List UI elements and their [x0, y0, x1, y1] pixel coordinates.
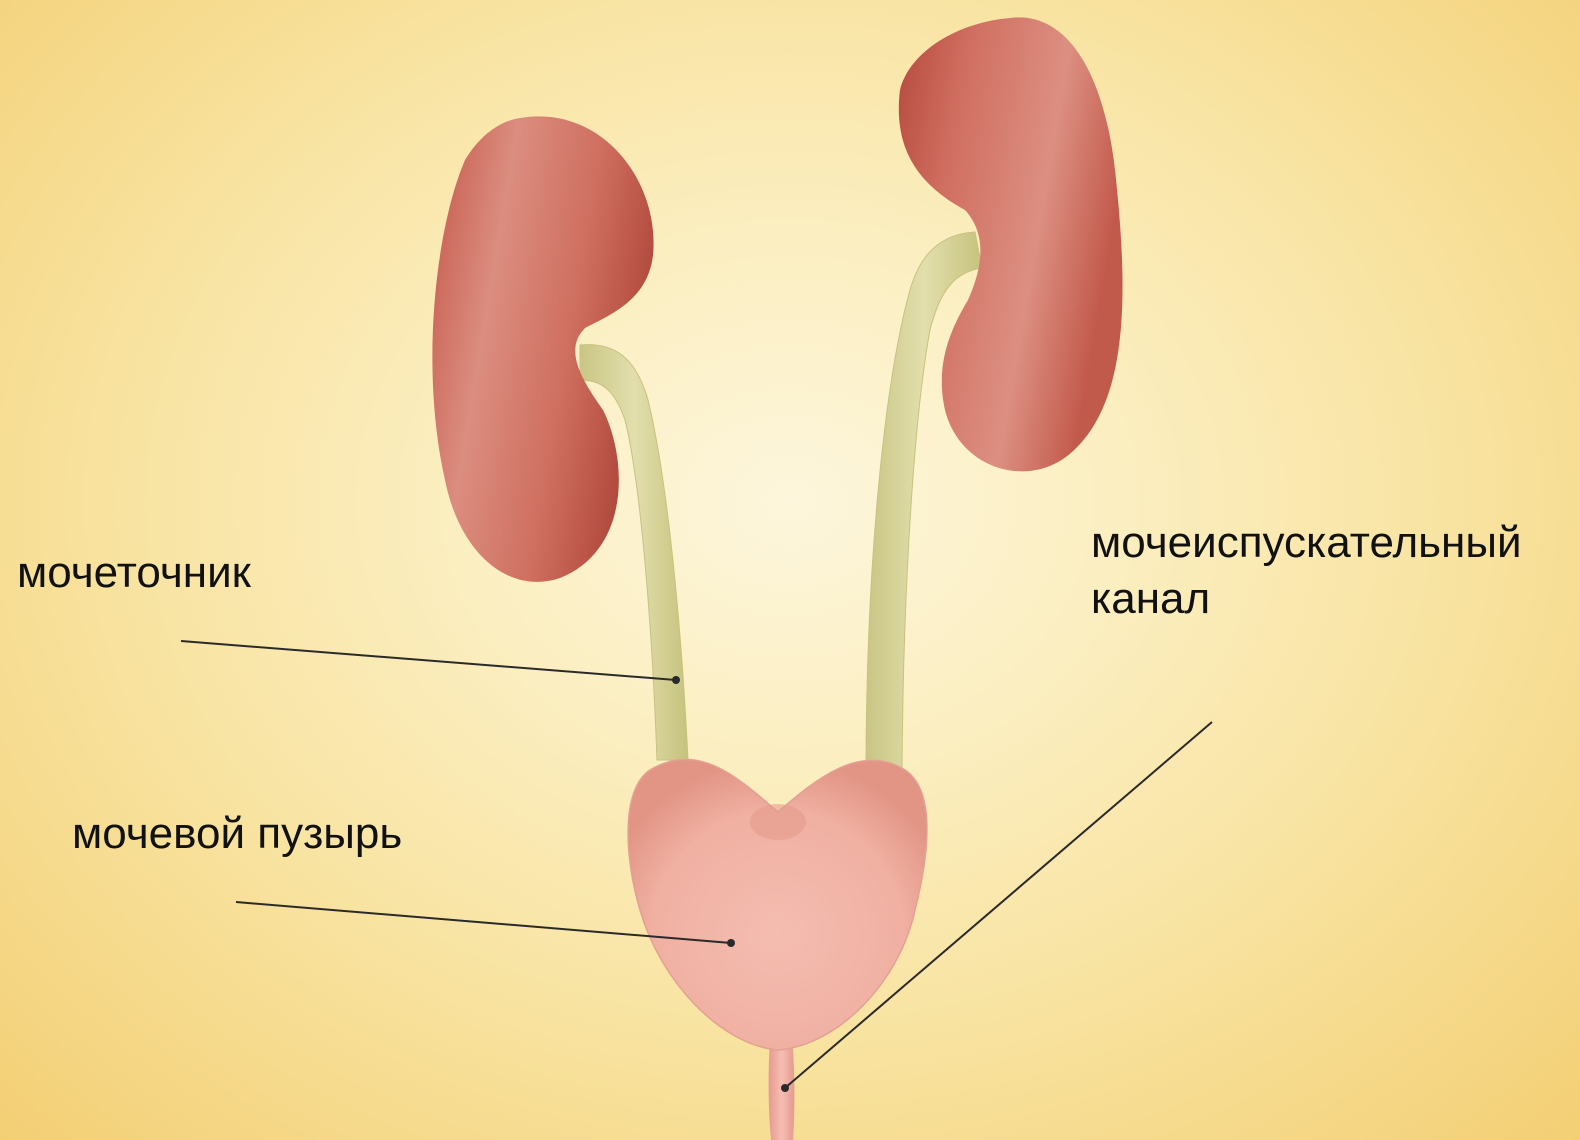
bladder-label: мочевой пузырь — [72, 806, 402, 862]
urethra-label: мочеиспускательный канал — [1091, 515, 1522, 627]
ureter-label: мочеточник — [17, 545, 251, 601]
bladder-fold-shade — [750, 804, 806, 840]
ureter-leader-dot — [672, 676, 680, 684]
urethra-label-line2: канал — [1091, 571, 1522, 627]
left-kidney — [432, 116, 653, 582]
bladder-leader-dot — [727, 939, 735, 947]
ureter-leader-line — [181, 641, 676, 680]
bladder — [628, 759, 927, 1050]
urethra-leader-dot — [781, 1084, 789, 1092]
right-kidney — [899, 17, 1123, 471]
urethra-label-line1: мочеиспускательный — [1091, 515, 1522, 571]
